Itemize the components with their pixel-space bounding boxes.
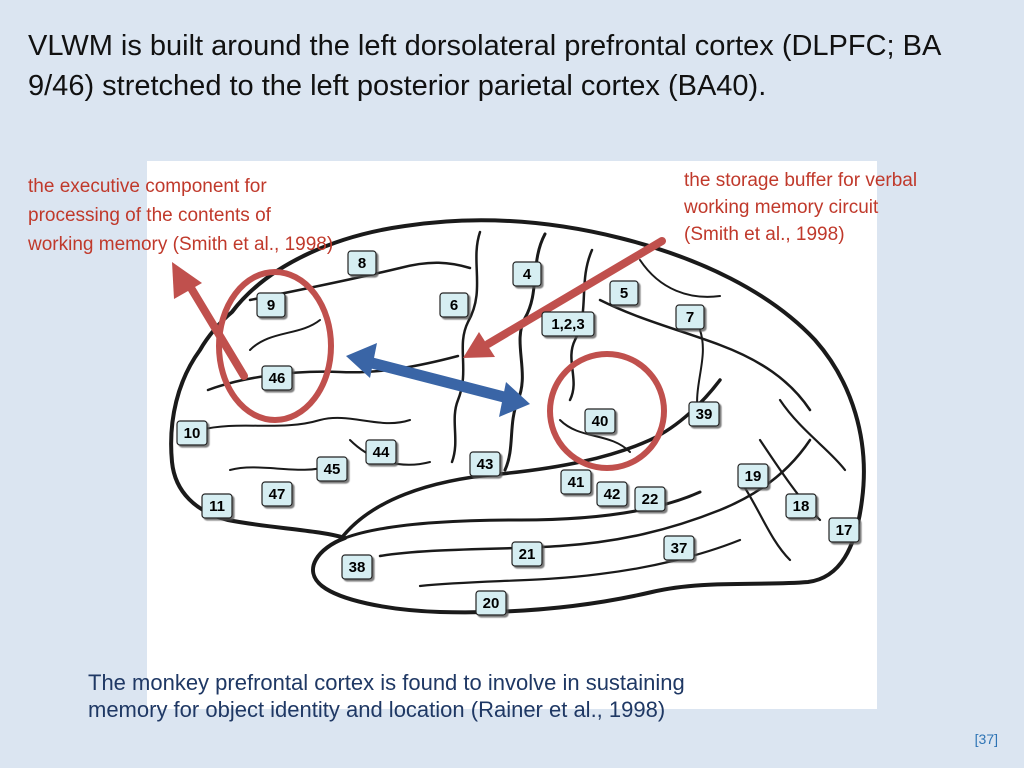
precentral-sulcus xyxy=(450,230,482,464)
executive-arrow-head xyxy=(172,262,202,299)
slide-title: VLWM is built around the left dorsolater… xyxy=(28,30,940,102)
svg-text:44: 44 xyxy=(373,444,390,461)
area-label-43: 43 xyxy=(469,451,501,477)
svg-text:22: 22 xyxy=(642,491,659,508)
svg-text:20: 20 xyxy=(483,595,500,612)
svg-text:7: 7 xyxy=(686,309,694,326)
svg-text:8: 8 xyxy=(358,255,366,272)
connection-arrow-head-left xyxy=(346,343,377,378)
area-label-22: 22 xyxy=(634,486,666,512)
caption: The monkey prefrontal cortex is found to… xyxy=(88,670,685,722)
area-label-37: 37 xyxy=(663,535,695,561)
area-label-47: 47 xyxy=(261,481,293,507)
svg-text:45: 45 xyxy=(324,461,341,478)
area-label-10: 10 xyxy=(176,420,208,446)
svg-text:18: 18 xyxy=(793,498,810,515)
dlpfc-circle xyxy=(216,269,334,423)
area-label-20: 20 xyxy=(475,590,507,616)
svg-text:42: 42 xyxy=(604,486,621,503)
area-label-4: 4 xyxy=(512,261,542,287)
area-label-17: 17 xyxy=(828,517,860,543)
area-label-38: 38 xyxy=(341,554,373,580)
storage-arrow-shaft xyxy=(484,237,666,348)
svg-text:9: 9 xyxy=(267,297,275,314)
frontal-gyri-detail xyxy=(199,319,431,471)
svg-text:43: 43 xyxy=(477,456,494,473)
area-label-6: 6 xyxy=(439,292,469,318)
parietal-ba40-circle xyxy=(547,351,667,471)
svg-text:46: 46 xyxy=(269,370,286,387)
svg-text:17: 17 xyxy=(836,522,853,539)
svg-text:4: 4 xyxy=(523,266,532,283)
area-label-41: 41 xyxy=(560,469,592,495)
sylvian-fissure xyxy=(338,378,722,542)
intraparietal-sulcus xyxy=(598,298,812,412)
superior-frontal-sulcus xyxy=(248,261,472,302)
svg-text:11: 11 xyxy=(209,498,225,515)
area-label-39: 39 xyxy=(688,401,720,427)
area-label-5: 5 xyxy=(609,280,639,306)
area-label-46: 46 xyxy=(261,365,293,391)
area-label-42: 42 xyxy=(596,481,628,507)
postcentral-sulcus xyxy=(568,248,594,402)
area-label-40: 40 xyxy=(584,408,616,434)
svg-text:38: 38 xyxy=(349,559,366,576)
area-label-9: 9 xyxy=(256,292,286,318)
area-label-44: 44 xyxy=(365,439,397,465)
area-label-18: 18 xyxy=(785,493,817,519)
page-number[interactable]: [37] xyxy=(974,731,998,747)
svg-text:6: 6 xyxy=(450,297,458,314)
svg-text:39: 39 xyxy=(696,406,713,423)
svg-text:47: 47 xyxy=(269,486,286,503)
svg-text:21: 21 xyxy=(519,546,536,563)
svg-text:5: 5 xyxy=(620,285,628,302)
area-label-7: 7 xyxy=(675,304,705,330)
svg-text:37: 37 xyxy=(671,540,688,557)
storage-arrow-head xyxy=(463,332,495,358)
inferior-temporal-sulcus xyxy=(418,538,742,588)
executive-arrow-shaft xyxy=(184,279,248,380)
svg-text:40: 40 xyxy=(592,413,609,430)
connection-arrow-head-right xyxy=(499,382,530,417)
svg-text:10: 10 xyxy=(184,425,201,442)
storage-buffer-annotation: the storage buffer for verbal working me… xyxy=(684,170,918,245)
area-label-45: 45 xyxy=(316,456,348,482)
connection-arrow-shaft xyxy=(366,356,510,404)
svg-text:1,2,3: 1,2,3 xyxy=(551,316,584,333)
svg-text:19: 19 xyxy=(745,468,762,485)
inferior-frontal-sulcus xyxy=(206,354,460,392)
area-label-11: 11 xyxy=(201,493,233,519)
executive-component-annotation: the executive component for processing o… xyxy=(28,176,334,255)
svg-text:41: 41 xyxy=(568,474,585,491)
area-label-1-2-3: 1,2,3 xyxy=(541,311,595,337)
area-label-8: 8 xyxy=(347,250,377,276)
area-label-21: 21 xyxy=(511,541,543,567)
area-label-19: 19 xyxy=(737,463,769,489)
